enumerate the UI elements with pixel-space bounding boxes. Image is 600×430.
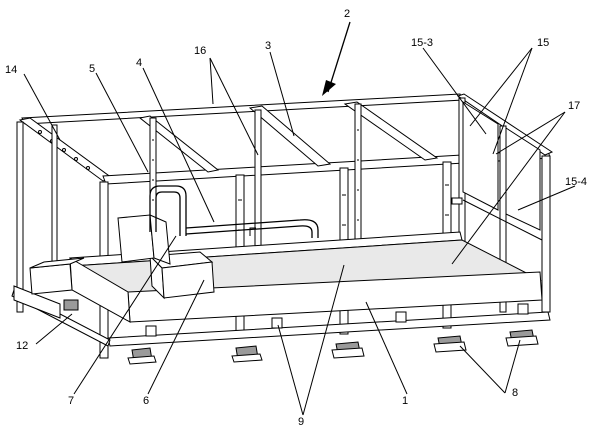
- label-3: 3: [265, 40, 271, 52]
- brackets: [145, 303, 529, 337]
- label-4: 4: [136, 57, 142, 69]
- label-7: 7: [68, 395, 74, 407]
- label-15-3: 15-3: [411, 37, 433, 49]
- label-12: 12: [16, 340, 28, 352]
- leader-lines: [23, 47, 576, 416]
- label-8: 8: [512, 387, 518, 399]
- part-labels: 2 16 3 4 5 14 15-3 15 17 15-4 12 7 6 9 1…: [5, 8, 587, 428]
- base-tray: [11, 231, 551, 347]
- label-16: 16: [194, 45, 206, 57]
- label-1: 1: [402, 395, 408, 407]
- equipment: [29, 185, 319, 300]
- label-15-4: 15-4: [565, 176, 587, 188]
- label-17: 17: [568, 100, 580, 112]
- top-frame: [18, 93, 554, 185]
- label-5: 5: [89, 63, 95, 75]
- label-2: 2: [344, 8, 350, 20]
- label-14: 14: [5, 64, 17, 76]
- label-9: 9: [298, 416, 304, 428]
- label-6: 6: [143, 395, 149, 407]
- label-15: 15: [537, 37, 549, 49]
- feet: [127, 329, 539, 365]
- arrow-2: [322, 21, 351, 96]
